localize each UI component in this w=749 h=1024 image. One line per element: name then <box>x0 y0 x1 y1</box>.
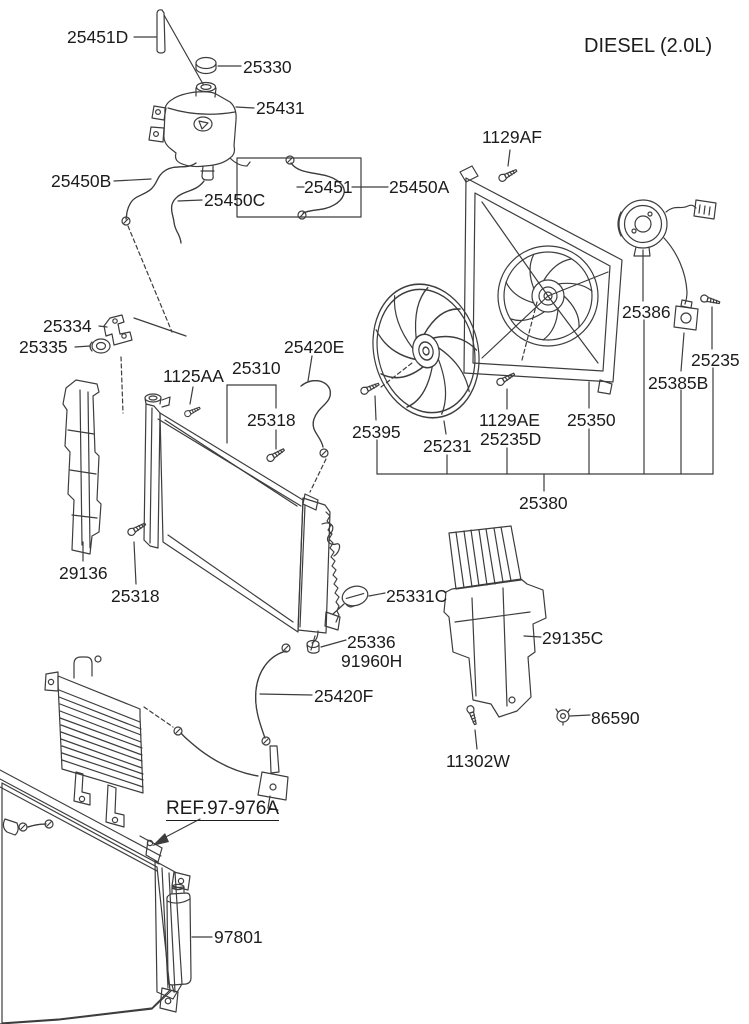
fasteners-art <box>465 704 591 750</box>
part-label-25331c: 25331C <box>386 586 448 606</box>
part-label-25385b: 25385B <box>648 373 709 393</box>
part-label-25235: 25235 <box>691 350 740 370</box>
part-label-25450a: 25450A <box>389 177 450 197</box>
part-label-25395: 25395 <box>352 422 401 442</box>
fan-shroud-art <box>459 149 623 475</box>
part-label-25334: 25334 <box>43 316 92 336</box>
part-label-25335: 25335 <box>19 337 68 357</box>
part-label-25451: 25451 <box>304 177 353 197</box>
part-label-25451d: 25451D <box>67 27 129 47</box>
part-label-25318-lower: 25318 <box>111 586 160 606</box>
group-bracket-art <box>376 447 714 492</box>
part-label-25380: 25380 <box>519 493 568 513</box>
radiator-art <box>74 314 341 651</box>
fan-motor-art <box>617 199 722 475</box>
oil-cooler-art <box>2 643 313 836</box>
part-label-29136: 29136 <box>59 563 108 583</box>
part-label-86590: 86590 <box>591 708 640 728</box>
part-label-25431: 25431 <box>256 98 305 118</box>
part-label-29135c: 29135C <box>542 628 604 648</box>
part-label-25235d: 25235D <box>480 429 542 449</box>
reservoir-tank-art <box>133 9 255 181</box>
part-label-25336: 25336 <box>347 632 396 652</box>
part-label-11302w: 11302W <box>446 751 510 771</box>
part-label-25310: 25310 <box>232 358 281 378</box>
part-label-25231: 25231 <box>423 436 472 456</box>
part-label-1129af: 1129AF <box>482 127 542 147</box>
diagram-title: DIESEL (2.0L) <box>584 35 713 57</box>
air-guard-left-art <box>62 379 102 562</box>
part-label-1125aa: 1125AA <box>163 366 224 386</box>
fan-blade-art <box>359 283 480 475</box>
reservoir-hoses-art <box>113 155 389 333</box>
part-label-1129ae: 1129AE <box>479 410 540 430</box>
part-label-25386: 25386 <box>622 302 671 322</box>
part-label-25318-upper: 25318 <box>247 410 296 430</box>
ref-label-97-976a: REF.97-976A <box>166 798 280 821</box>
condenser-art <box>0 769 213 1024</box>
part-label-97801: 97801 <box>214 927 263 947</box>
part-label-25350: 25350 <box>567 410 616 430</box>
part-label-25420f: 25420F <box>314 686 374 706</box>
part-label-91960h: 91960H <box>341 651 403 671</box>
drain-plug-art <box>306 585 386 654</box>
air-guard-right-art <box>443 525 547 718</box>
part-label-25450b: 25450B <box>51 171 112 191</box>
part-label-25450c: 25450C <box>204 190 266 210</box>
part-label-25420e: 25420E <box>284 337 345 357</box>
part-label-25330: 25330 <box>243 57 292 77</box>
